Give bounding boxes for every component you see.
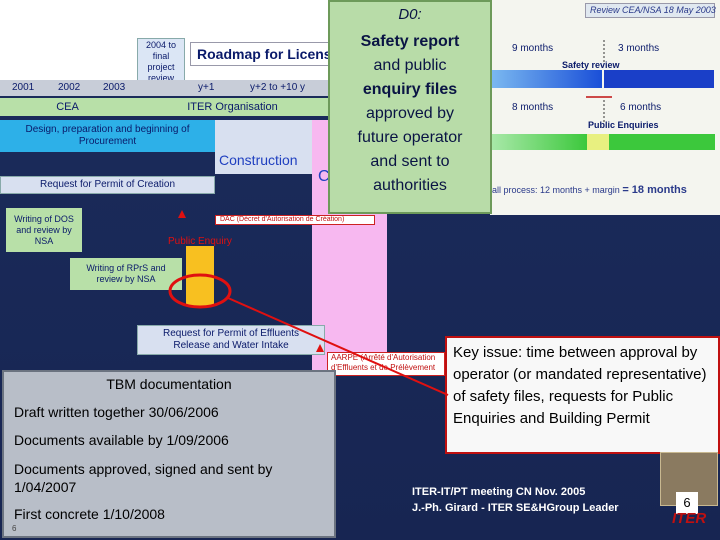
public-enquiries-margin xyxy=(587,134,609,150)
review-panel xyxy=(490,0,720,215)
footer-text: ITER-IT/PT meeting CN Nov. 2005 J.-Ph. G… xyxy=(412,484,619,516)
d0-line: Safety report xyxy=(360,33,460,50)
iter-logo: ITER xyxy=(672,510,707,527)
rprs-line: review by NSA xyxy=(96,274,156,284)
effluents-box: Request for Permit of Effluents Release … xyxy=(137,325,325,355)
rprs-box: Writing of RPrS and review by NSA xyxy=(70,258,182,290)
connector-line xyxy=(227,297,449,396)
project-review-line: final xyxy=(152,51,170,61)
overall-total: = 18 months xyxy=(622,184,687,196)
tbm-item: First concrete 1/10/2008 xyxy=(14,506,165,522)
rprs-line: Writing of RPrS and xyxy=(86,263,166,273)
aarpe-line: AARPE (Arrêté d'Autorisation xyxy=(331,353,436,362)
footer-line2: J.-Ph. Girard - ITER SE&HGroup Leader xyxy=(412,502,619,514)
marker-arrow xyxy=(316,344,324,352)
tbm-corner-number: 6 xyxy=(12,524,17,533)
cea-bar: CEA xyxy=(0,98,135,116)
project-review-line: 2004 to xyxy=(145,40,177,50)
dac-bar: DAC (Décret d'Autorisation de Création) xyxy=(215,215,375,225)
overall-process: all process: 12 months + margin = 18 mon… xyxy=(492,184,687,196)
project-review-line: project xyxy=(147,62,175,72)
key-issue-text: Key issue: time between approval by oper… xyxy=(453,344,707,427)
tbm-box: TBM documentation Draft written together… xyxy=(2,370,336,538)
dos-box: Writing of DOS and review by NSA xyxy=(6,208,82,252)
eight-months-label: 8 months xyxy=(512,102,554,113)
overall-process-text: all process: 12 months + margin xyxy=(492,185,620,195)
dos-line: and review by xyxy=(16,224,72,235)
public-enquiries-label: Public Enquiries xyxy=(588,120,659,130)
public-enquiries-bar-end xyxy=(609,134,715,150)
page-number: 6 xyxy=(676,492,698,514)
dos-line: Writing of DOS xyxy=(14,213,74,224)
safety-review-bar xyxy=(492,70,602,88)
d0-line: authorities xyxy=(373,177,447,194)
iter-org-bar: ITER Organisation xyxy=(135,98,330,116)
construction-label: Construction xyxy=(219,152,298,168)
year-label: 2001 xyxy=(12,82,35,93)
d0-title: D0: xyxy=(398,6,422,23)
safety-review-bar-end xyxy=(604,70,714,88)
tbm-item: Draft written together 30/06/2006 xyxy=(14,404,219,420)
construction-partial-label: C xyxy=(318,168,330,185)
footer-line1: ITER-IT/PT meeting CN Nov. 2005 xyxy=(412,486,586,498)
public-enquiry-label: Public Enquiry xyxy=(168,236,232,247)
year-label: y+1 xyxy=(198,82,215,93)
d0-line: and sent to xyxy=(370,153,450,170)
tbm-item: Documents approved, signed and sent by 1… xyxy=(14,461,273,495)
effluents-line: Request for Permit of Effluents xyxy=(163,328,299,339)
year-label: y+2 to +10 y xyxy=(250,82,306,93)
d0-line: and public xyxy=(373,57,447,74)
year-label: 2002 xyxy=(58,82,81,93)
effluents-line: Release and Water Intake xyxy=(173,340,289,351)
project-review-box: 2004 to final project review xyxy=(137,38,185,88)
dos-line: NSA xyxy=(34,235,54,246)
three-months-label: 3 months xyxy=(618,43,660,54)
year-label: 2003 xyxy=(103,82,126,93)
year-row xyxy=(0,80,330,96)
tbm-title: TBM documentation xyxy=(106,376,232,392)
marker-arrow xyxy=(178,210,186,218)
d0-line: approved by xyxy=(365,105,455,122)
permit-creation-bar: Request for Permit of Creation xyxy=(0,176,215,194)
design-procurement-bar: Design, preparation and beginning of Pro… xyxy=(0,120,215,152)
d0-callout: D0: Safety report and public enquiry fil… xyxy=(328,0,492,214)
roadmap-title: Roadmap for Licens xyxy=(190,42,330,66)
tbm-item: Documents available by 1/09/2006 xyxy=(14,432,229,448)
safety-review-label: Safety review xyxy=(562,60,620,70)
review-header: Review CEA/NSA 18 May 2003 xyxy=(585,3,716,18)
highlight-ring xyxy=(168,273,232,309)
project-review-line: review xyxy=(147,73,174,83)
design-line: Design, preparation and beginning of xyxy=(25,124,190,135)
public-enquiries-bar xyxy=(492,134,587,150)
aarpe-box: AARPE (Arrêté d'Autorisation d'Effluents… xyxy=(327,352,445,376)
d0-line: enquiry files xyxy=(362,81,458,98)
construction-bg xyxy=(215,120,315,174)
six-months-label: 6 months xyxy=(620,102,662,113)
key-issue-box: Key issue: time between approval by oper… xyxy=(445,336,720,454)
d0-line: future operator xyxy=(357,129,463,146)
nine-months-label: 9 months xyxy=(512,43,554,54)
design-line: Procurement xyxy=(78,136,137,147)
aarpe-line: d'Effluents et de Prélèvement xyxy=(331,363,436,372)
